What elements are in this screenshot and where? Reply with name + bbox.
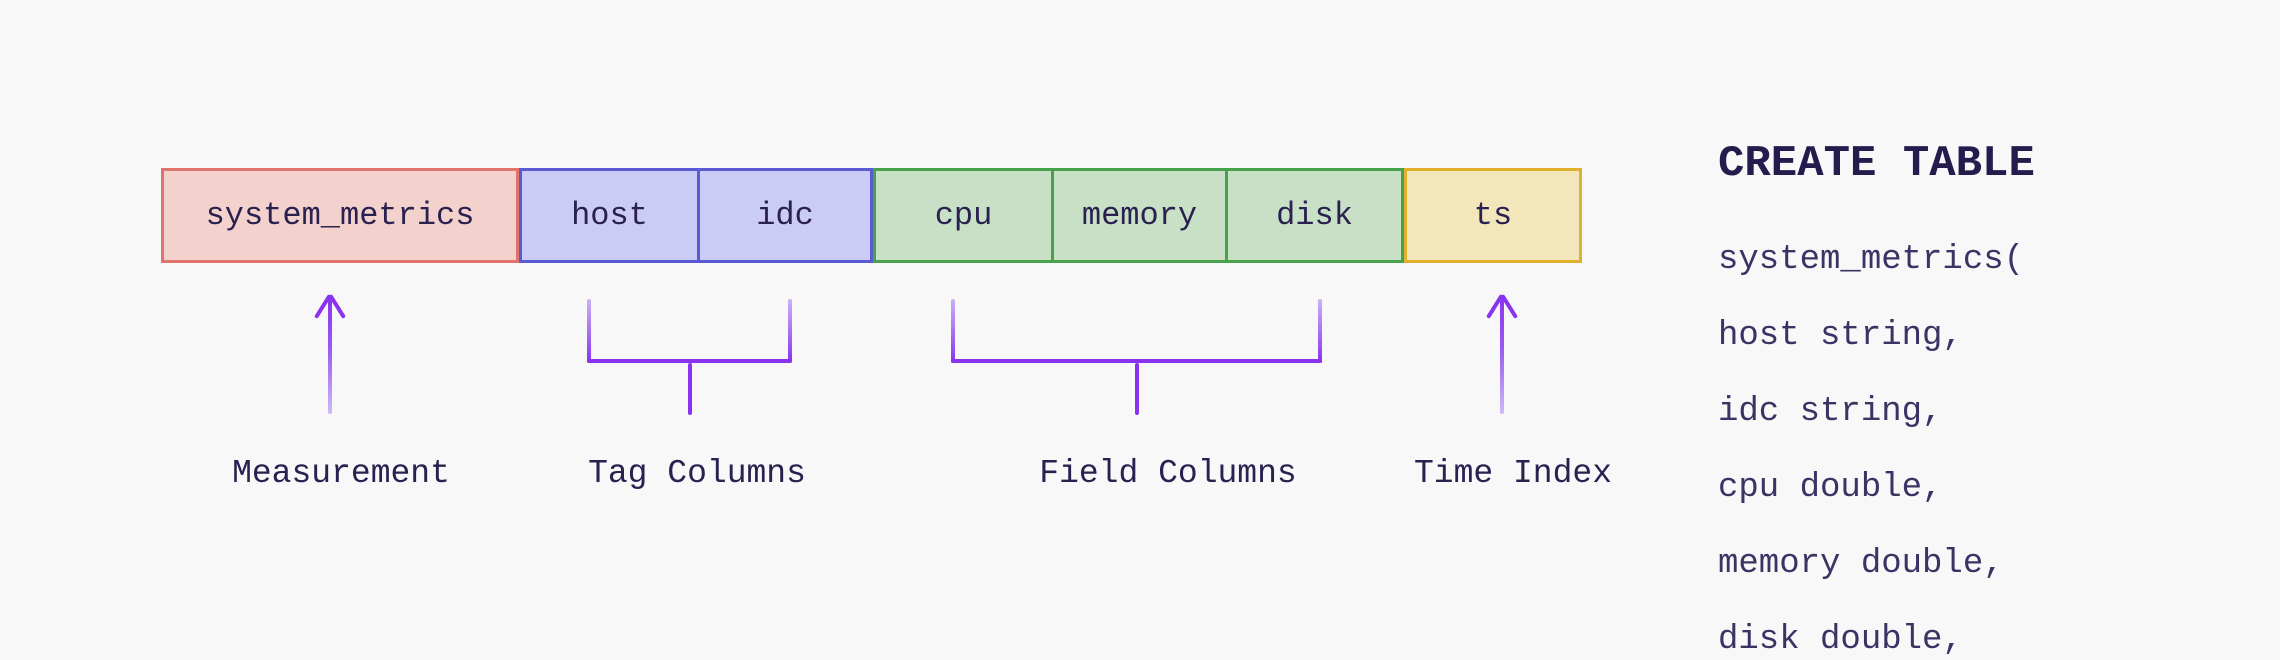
box-idc-label: idc — [756, 197, 814, 234]
caption-field-columns: Field Columns — [1039, 455, 1297, 492]
tag-columns-bracket-icon — [587, 299, 792, 415]
sql-panel: CREATE TABLE system_metrics( host string… — [1718, 102, 2208, 660]
sql-line-disk: disk double, — [1718, 621, 1963, 659]
time-index-up-arrow-icon — [1485, 293, 1519, 414]
sql-line-idc: idc string, — [1718, 393, 1943, 431]
box-memory-label: memory — [1081, 197, 1198, 234]
sql-line-memory: memory double, — [1718, 545, 2004, 583]
sql-line-cpu: cpu double, — [1718, 469, 1943, 507]
caption-tag-columns: Tag Columns — [588, 455, 806, 492]
box-host: host — [519, 168, 700, 263]
box-host-label: host — [571, 197, 648, 234]
sql-line-table-name: system_metrics( — [1718, 241, 2025, 279]
arrowhead-right — [1500, 293, 1519, 319]
caption-time-index: Time Index — [1413, 455, 1613, 492]
box-disk: disk — [1225, 168, 1404, 263]
sql-line-host: host string, — [1718, 317, 1963, 355]
box-memory: memory — [1051, 168, 1228, 263]
measurement-up-arrow-icon — [313, 293, 347, 414]
box-idc: idc — [697, 168, 873, 263]
box-ts-label: ts — [1473, 197, 1513, 234]
box-cpu-label: cpu — [934, 197, 993, 234]
box-system-metrics-label: system_metrics — [205, 197, 475, 234]
box-system-metrics: system_metrics — [161, 168, 519, 263]
box-ts: ts — [1404, 168, 1582, 263]
arrowhead-right — [328, 293, 347, 319]
sql-heading: CREATE TABLE — [1718, 139, 2035, 189]
box-cpu: cpu — [873, 168, 1054, 263]
schema-box-row: system_metrics host idc cpu memory disk … — [161, 168, 1582, 263]
box-disk-label: disk — [1276, 197, 1353, 234]
caption-measurement: Measurement — [232, 455, 450, 492]
field-columns-bracket-icon — [951, 299, 1322, 415]
